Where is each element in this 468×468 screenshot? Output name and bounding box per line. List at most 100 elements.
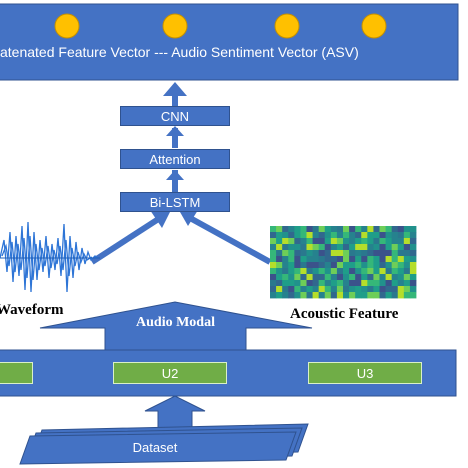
utterance-u1-box bbox=[0, 362, 33, 384]
heatmap-cell bbox=[294, 268, 301, 275]
heatmap-cell bbox=[409, 286, 417, 293]
heatmap-cell bbox=[300, 226, 307, 233]
heatmap-cell bbox=[355, 292, 362, 299]
heatmap-cell bbox=[306, 244, 313, 251]
heatmap-cell bbox=[306, 292, 313, 299]
heatmap-cell bbox=[312, 292, 320, 299]
heatmap-cell bbox=[270, 274, 277, 281]
heatmap-cell bbox=[403, 226, 411, 233]
heatmap-cell bbox=[312, 280, 320, 287]
heatmap-cell bbox=[318, 244, 326, 251]
heatmap-cell bbox=[306, 232, 313, 239]
heatmap-cell bbox=[391, 250, 399, 257]
heatmap-cell bbox=[373, 226, 380, 233]
heatmap-cell bbox=[336, 280, 344, 287]
heatmap-cell bbox=[288, 250, 295, 257]
heatmap-cell bbox=[367, 268, 374, 275]
heatmap-cell bbox=[288, 274, 295, 281]
heatmap-cell bbox=[385, 268, 393, 275]
heatmap-cell bbox=[361, 280, 368, 287]
heatmap-cell bbox=[397, 256, 405, 263]
heatmap-cell bbox=[355, 268, 362, 275]
heatmap-cell bbox=[276, 286, 283, 293]
heatmap-cell bbox=[349, 256, 356, 263]
heatmap-cell bbox=[276, 262, 283, 269]
heatmap-cell bbox=[318, 232, 326, 239]
heatmap-cell bbox=[343, 286, 350, 293]
heatmap-cell bbox=[294, 226, 301, 233]
heatmap-cell bbox=[300, 232, 307, 239]
waveform-to-bilstm-arrowhead bbox=[150, 210, 170, 228]
heatmap-cell bbox=[276, 292, 283, 299]
heatmap-cell bbox=[300, 238, 307, 245]
heatmap-cell bbox=[324, 256, 332, 263]
heatmap-cell bbox=[330, 274, 338, 281]
heatmap-cell bbox=[336, 274, 344, 281]
heatmap-cell bbox=[306, 250, 313, 257]
heatmap-cell bbox=[349, 262, 356, 269]
heatmap-cell bbox=[403, 244, 411, 251]
heatmap-cell bbox=[318, 286, 326, 293]
heatmap-cell bbox=[270, 292, 277, 299]
heatmap-cell bbox=[330, 268, 338, 275]
heatmap-cell bbox=[403, 286, 411, 293]
heatmap-cell bbox=[288, 286, 295, 293]
audio-modal-arrow bbox=[39, 301, 313, 351]
heatmap-cell bbox=[282, 286, 289, 293]
heatmap-cell bbox=[361, 232, 368, 239]
heatmap-cell bbox=[270, 286, 277, 293]
attention-box: Attention bbox=[120, 149, 230, 169]
heatmap-cell bbox=[343, 238, 350, 245]
heatmap-cell bbox=[294, 250, 301, 257]
heatmap-cell bbox=[349, 244, 356, 251]
heatmap-cell bbox=[409, 226, 417, 233]
heatmap-cell bbox=[270, 256, 277, 263]
heatmap-cell bbox=[294, 244, 301, 251]
heatmap-cell bbox=[391, 226, 399, 233]
heatmap-cell bbox=[270, 268, 277, 275]
heatmap-cell bbox=[294, 256, 301, 263]
heatmap-cell bbox=[300, 262, 307, 269]
heatmap-cell bbox=[282, 244, 289, 251]
heatmap-cell bbox=[391, 256, 399, 263]
heatmap-cell bbox=[403, 268, 411, 275]
heatmap-cell bbox=[343, 292, 350, 299]
heatmap-cell bbox=[282, 262, 289, 269]
heatmap-cell bbox=[270, 232, 277, 239]
heatmap-cell bbox=[349, 280, 356, 287]
heatmap-cell bbox=[391, 262, 399, 269]
heatmap-cell bbox=[403, 292, 411, 299]
heatmap-cell bbox=[276, 256, 283, 263]
heatmap-cell bbox=[403, 256, 411, 263]
heatmap-cell bbox=[282, 268, 289, 275]
heatmap-cell bbox=[391, 274, 399, 281]
heatmap-cell bbox=[288, 292, 295, 299]
heatmap-cell bbox=[294, 274, 301, 281]
heatmap-cell bbox=[355, 286, 362, 293]
heatmap-cell bbox=[409, 256, 417, 263]
heatmap-cell bbox=[403, 262, 411, 269]
asv-dots bbox=[54, 13, 387, 39]
heatmap-cell bbox=[282, 238, 289, 245]
heatmap-cell bbox=[361, 256, 368, 263]
heatmap-cell bbox=[373, 292, 380, 299]
heatmap-cell bbox=[306, 262, 313, 269]
heatmap-cell bbox=[397, 274, 405, 281]
heatmap-cell bbox=[385, 262, 393, 269]
heatmap-cell bbox=[294, 292, 301, 299]
waveform-label: Waveform bbox=[0, 302, 64, 318]
heatmap-cell bbox=[367, 274, 374, 281]
heatmap-cell bbox=[373, 268, 380, 275]
heatmap-cell bbox=[324, 274, 332, 281]
heatmap-cell bbox=[385, 280, 393, 287]
heatmap-cell bbox=[324, 286, 332, 293]
heatmap-cell bbox=[403, 238, 411, 245]
heatmap-cell bbox=[288, 238, 295, 245]
heatmap-cell bbox=[306, 238, 313, 245]
heatmap-cell bbox=[385, 226, 393, 233]
heatmap-cell bbox=[312, 256, 320, 263]
heatmap-cell bbox=[306, 226, 313, 233]
heatmap-cell bbox=[355, 244, 362, 251]
heatmap-cell bbox=[397, 250, 405, 257]
heatmap-cell bbox=[355, 250, 362, 257]
